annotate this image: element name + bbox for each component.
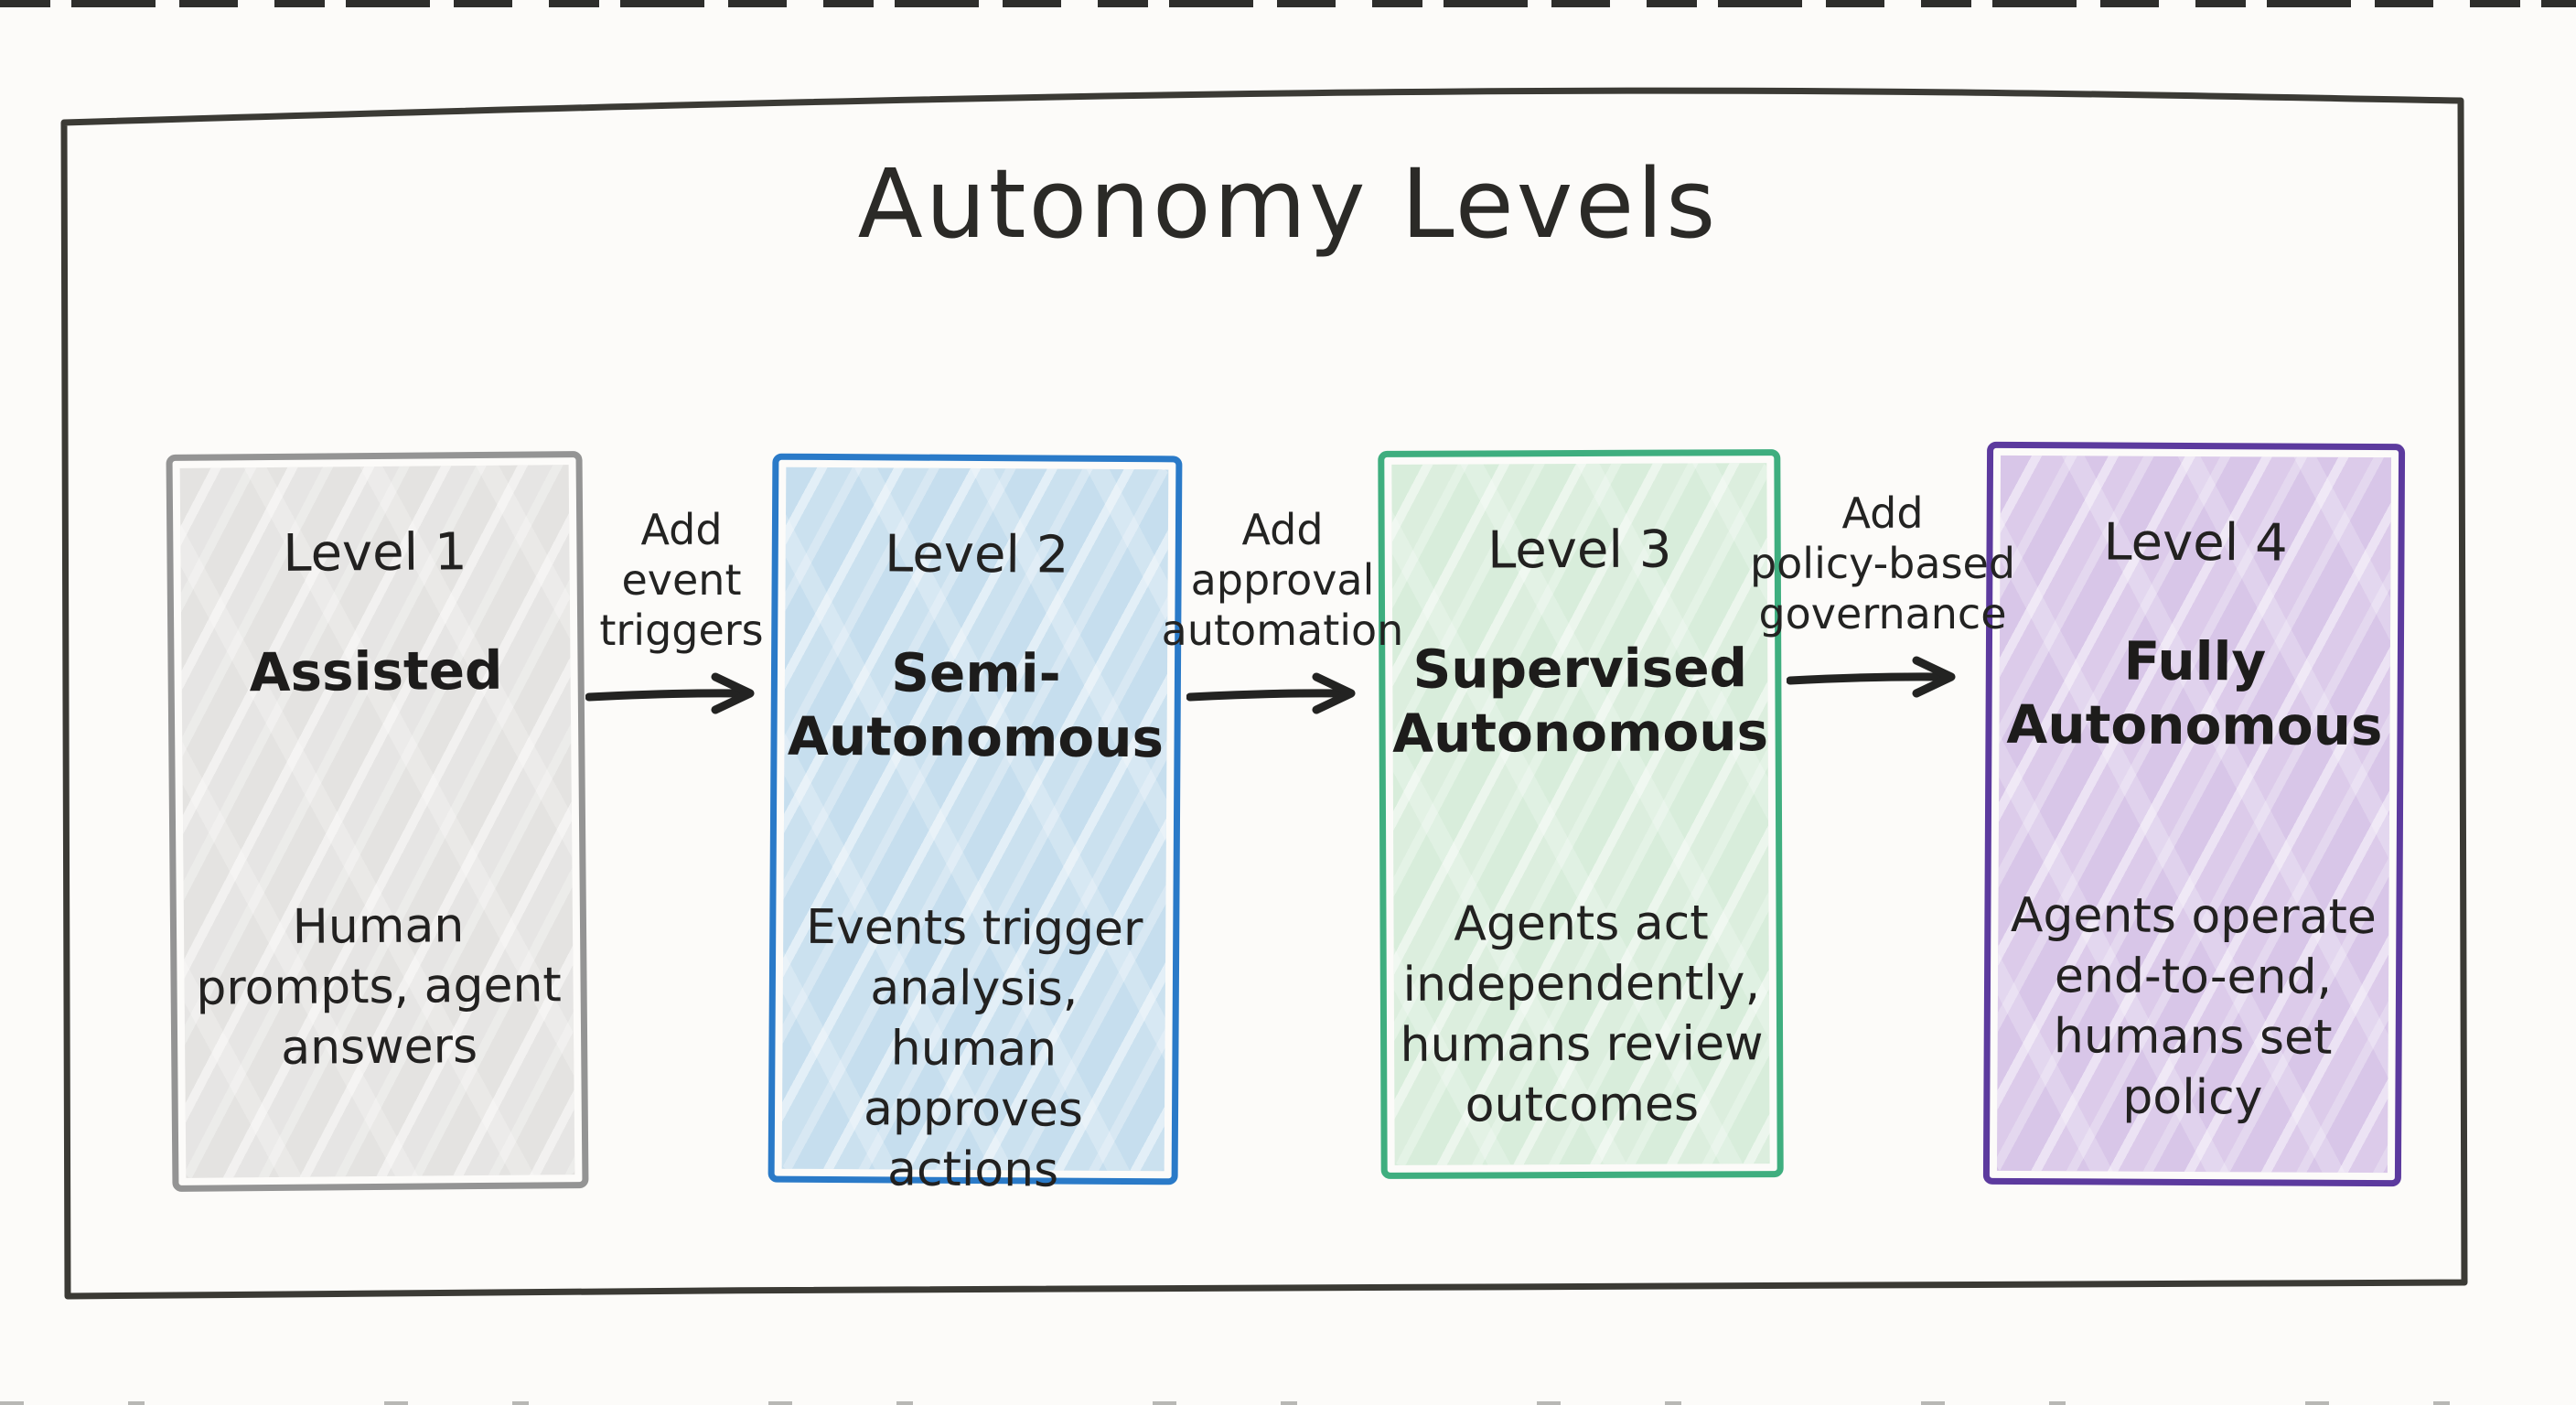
level-2-name: Semi-Autonomous	[787, 641, 1165, 769]
transition-3-line-3: governance	[1758, 589, 2007, 639]
transition-1-line-2: event	[621, 555, 742, 606]
right-arrow-icon	[585, 672, 755, 714]
level-card-2: Level 2 Semi-Autonomous Events trigger a…	[767, 453, 1183, 1198]
level-1-label: Level 1	[283, 522, 467, 584]
transition-2: Add approval automation	[1136, 505, 1429, 717]
level-4-name: Fully Autonomous	[2006, 629, 2383, 757]
transition-3-line-2: policy-based	[1749, 539, 2016, 589]
level-3-description: Agents act independently, humans review …	[1400, 896, 1764, 1133]
level-card-4: Level 4 Fully Autonomous Agents operate …	[1982, 441, 2406, 1187]
transition-3: Add policy-based governance	[1736, 488, 2029, 701]
transition-3-line-1: Add	[1841, 488, 1924, 538]
level-2-description: Events trigger analysis, human approves …	[805, 899, 1143, 1198]
scan-artifact-top	[0, 0, 2576, 7]
page-title: Autonomy Levels	[857, 148, 1719, 260]
level-3-name: Supervised Autonomous	[1391, 637, 1769, 765]
transition-2-line-1: Add	[1241, 505, 1324, 554]
level-card-1: Level 1 Assisted Human prompts, agent an…	[166, 451, 589, 1192]
right-arrow-icon	[1787, 656, 1956, 698]
scan-artifact-bottom	[0, 1401, 2576, 1405]
transition-1: Add event triggers	[544, 505, 819, 717]
transition-1-line-3: triggers	[599, 606, 764, 656]
transition-2-line-2: approval	[1190, 555, 1375, 606]
transition-2-line-3: automation	[1161, 606, 1404, 656]
level-1-description: Human prompts, agent answers	[196, 898, 563, 1076]
level-4-label: Level 4	[2103, 512, 2288, 574]
transition-1-line-1: Add	[640, 505, 723, 554]
level-card-3: Level 3 Supervised Autonomous Agents act…	[1378, 449, 1784, 1179]
transition-3-label: Add policy-based governance	[1736, 488, 2029, 640]
transition-1-label: Add event triggers	[544, 505, 819, 657]
level-2-label: Level 2	[884, 524, 1069, 585]
level-1-name: Assisted	[249, 638, 503, 704]
level-4-description: Agents operate end-to-end, humans set po…	[2010, 887, 2377, 1126]
right-arrow-icon	[1186, 672, 1356, 714]
level-3-label: Level 3	[1487, 520, 1672, 581]
transition-2-label: Add approval automation	[1136, 505, 1429, 657]
